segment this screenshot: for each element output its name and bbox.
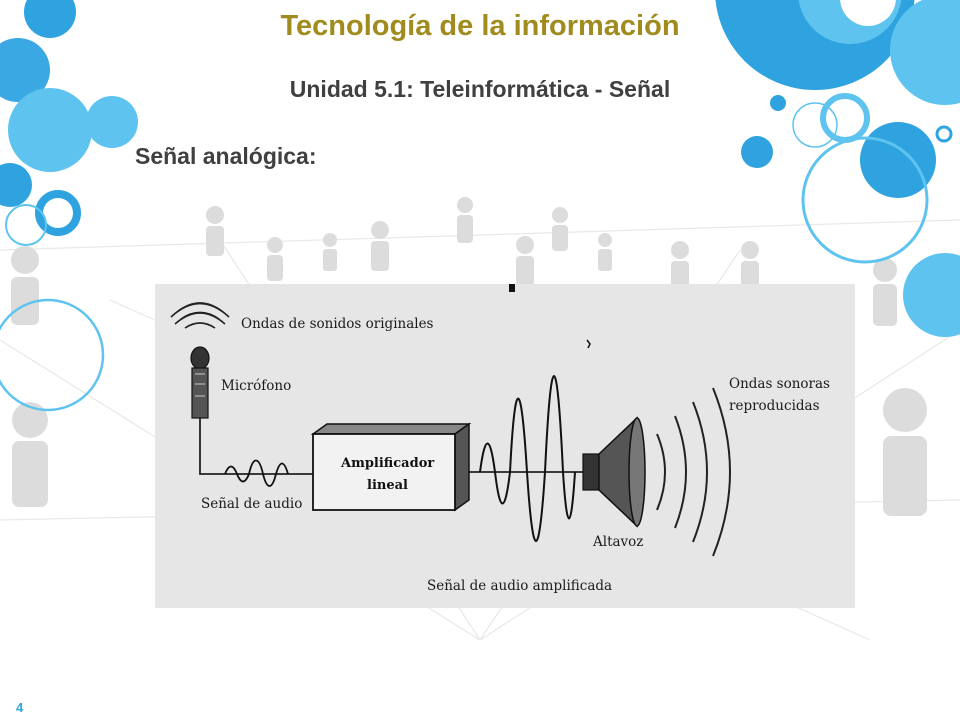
audio-wire (199, 418, 313, 475)
label-amplifier-line1: Amplificador (340, 456, 434, 471)
speaker-icon (582, 416, 646, 528)
circles-top-left (0, 0, 138, 412)
diagram-drawing: Ondas de sonidos originales Micrófono Se… (170, 284, 830, 594)
amplifier-box (310, 422, 472, 512)
label-speaker: Altavoz (592, 534, 643, 550)
label-reproduced-line2: reproducidas (729, 398, 820, 414)
microphone-icon (190, 346, 210, 419)
audio-waveform (224, 459, 289, 487)
scan-mark (509, 284, 515, 292)
scan-mark-2 (586, 339, 591, 349)
slide-subtitle: Unidad 5.1: Teleinformática - Señal (289, 76, 671, 102)
label-original-waves: Ondas de sonidos originales (241, 316, 434, 332)
analog-signal-diagram: Ondas de sonidos originales Micrófono Se… (155, 284, 855, 608)
reproduced-sound-waves (656, 387, 731, 557)
label-amplified-signal: Señal de audio amplificada (427, 578, 612, 594)
section-heading: Señal analógica: (135, 143, 317, 169)
label-microphone: Micrófono (221, 378, 291, 394)
slide-title: Tecnología de la información (280, 10, 680, 42)
label-amplifier-line2: lineal (367, 478, 408, 493)
people-silhouettes (11, 197, 927, 516)
original-sound-waves (170, 302, 230, 329)
slide-number: 4 (16, 700, 24, 715)
label-audio-signal: Señal de audio (201, 496, 302, 512)
amplified-waveform (479, 375, 576, 542)
label-reproduced-line1: Ondas sonoras (729, 376, 830, 392)
circles-top-right (715, 0, 960, 337)
